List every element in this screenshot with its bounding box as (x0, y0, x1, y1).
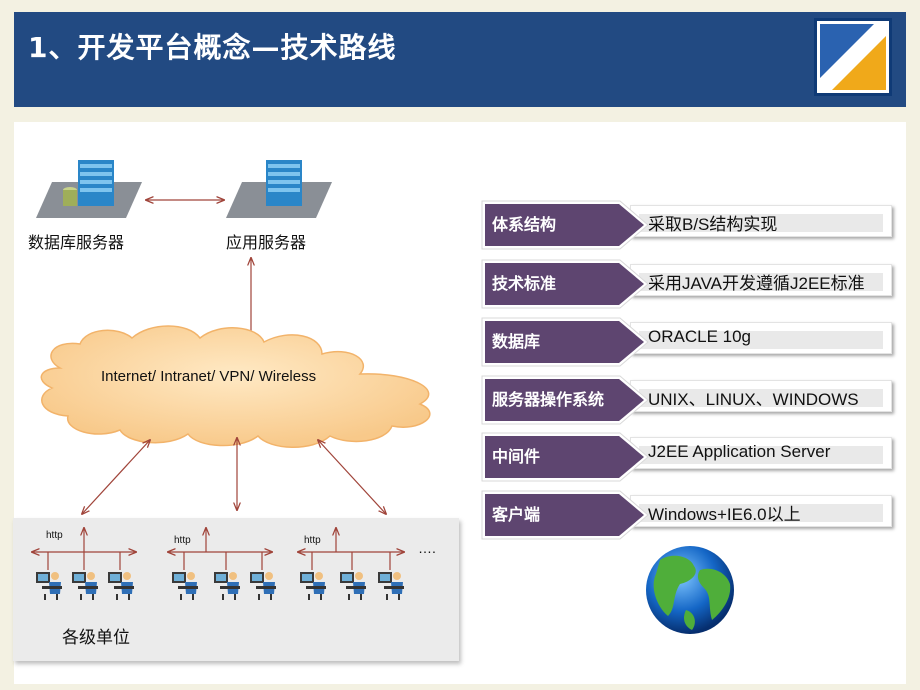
spec-tag: 服务器操作系统 (492, 390, 605, 409)
spec-tag-shape (481, 432, 649, 482)
server-icon (226, 160, 332, 218)
spec-value-box (630, 380, 892, 412)
spec-row-standard: 技术标准 采用JAVA开发遵循J2EE标准 (480, 258, 892, 310)
slide-title: 1、开发平台概念—技术路线 (28, 31, 397, 64)
spec-tag: 中间件 (492, 447, 541, 466)
spec-value: ORACLE 10g (648, 327, 751, 346)
computer-user-icon (72, 572, 98, 600)
spec-row-client: 客户端 Windows+IE6.0以上 (480, 489, 892, 541)
lan-group (298, 528, 404, 570)
http-label: http (46, 530, 63, 541)
computer-user-icon (172, 572, 198, 600)
spec-value: Windows+IE6.0以上 (648, 505, 801, 524)
spec-tag-shape (481, 200, 649, 250)
computer-user-icon (214, 572, 240, 600)
spec-tag: 数据库 (492, 332, 541, 351)
computer-user-icon (378, 572, 404, 600)
spec-row-os: 服务器操作系统 UNIX、LINUX、WINDOWS (480, 374, 892, 426)
spec-value-box (630, 495, 892, 527)
header-bar: 1、开发平台概念—技术路线 (14, 12, 906, 107)
computer-user-icon (300, 572, 326, 600)
spec-value: J2EE Application Server (648, 442, 831, 461)
units-label: 各级单位 (62, 628, 130, 648)
spec-row-architecture: 体系结构 采取B/S结构实现 (480, 199, 892, 251)
lan-group (168, 528, 272, 570)
spec-value-box (630, 264, 892, 296)
spec-tag-shape (481, 490, 649, 540)
http-label: http (174, 535, 191, 546)
spec-value: 采取B/S结构实现 (648, 215, 778, 234)
ellipsis: …. (418, 540, 436, 556)
cloud-icon (40, 325, 431, 448)
cloud-label: Internet/ Intranet/ VPN/ Wireless (101, 368, 317, 385)
computer-user-icon (108, 572, 134, 600)
logo-icon (814, 18, 892, 96)
computer-user-icon (36, 572, 62, 600)
spec-value: 采用JAVA开发遵循J2EE标准 (648, 274, 865, 293)
spec-tag: 技术标准 (492, 274, 557, 293)
globe-icon (646, 546, 734, 634)
spec-value: UNIX、LINUX、WINDOWS (648, 390, 859, 409)
db-server-label: 数据库服务器 (28, 233, 125, 252)
spec-tag-shape (481, 375, 649, 425)
spec-tag: 体系结构 (492, 215, 557, 234)
computer-user-icon (250, 572, 276, 600)
spec-value-box (630, 205, 892, 237)
lan-group (32, 528, 136, 570)
app-server-label: 应用服务器 (226, 233, 307, 252)
spec-tag: 客户端 (492, 505, 541, 524)
spec-row-middleware: 中间件 J2EE Application Server (480, 431, 892, 483)
http-label: http (304, 535, 321, 546)
spec-value-box (630, 437, 892, 469)
computer-user-icon (340, 572, 366, 600)
server-icon (36, 160, 142, 218)
spec-tag-shape (481, 317, 649, 367)
spec-value-box (630, 322, 892, 354)
spec-row-database: 数据库 ORACLE 10g (480, 316, 892, 368)
spec-tag-shape (481, 259, 649, 309)
